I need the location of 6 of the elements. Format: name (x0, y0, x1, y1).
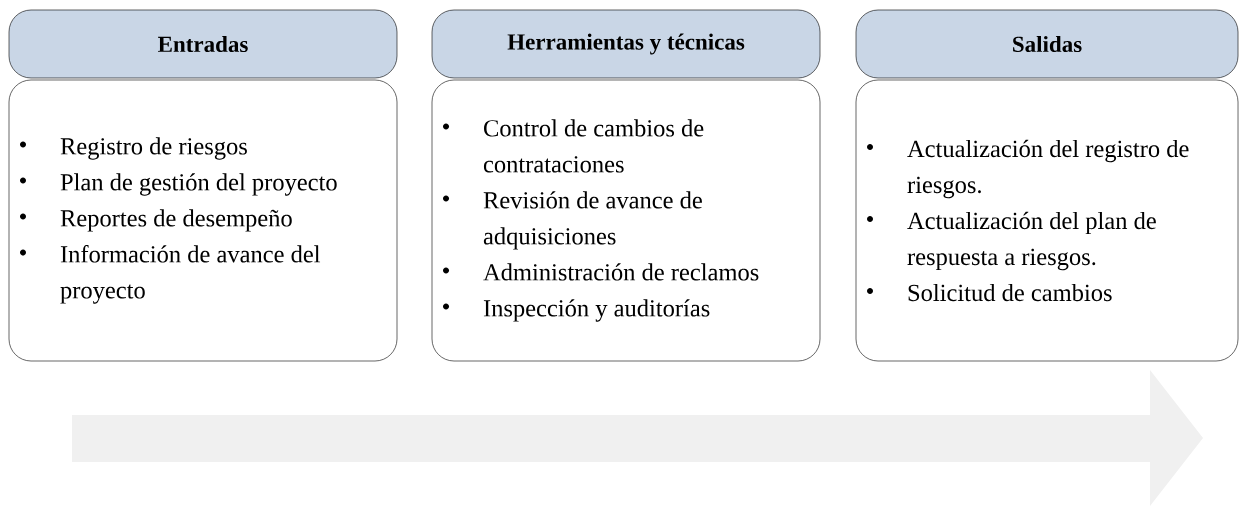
header-box: Entradas (8, 9, 398, 79)
header-box: Herramientas y técnicas (431, 9, 821, 79)
list-box: Control de cambios de contrataciones Revisión de avance de adquisiciones Administración de reclamos Inspección y auditorías (431, 79, 821, 362)
list-box: Actualización del registro de riesgos. Actualización del plan de respuesta a riesgos. Solicitud de cambios (855, 79, 1239, 362)
list-box: Registro de riesgos Plan de gestión del proyecto Reportes de desempeño Información de avance del proyecto (8, 79, 398, 362)
header-box: Salidas (855, 9, 1239, 79)
